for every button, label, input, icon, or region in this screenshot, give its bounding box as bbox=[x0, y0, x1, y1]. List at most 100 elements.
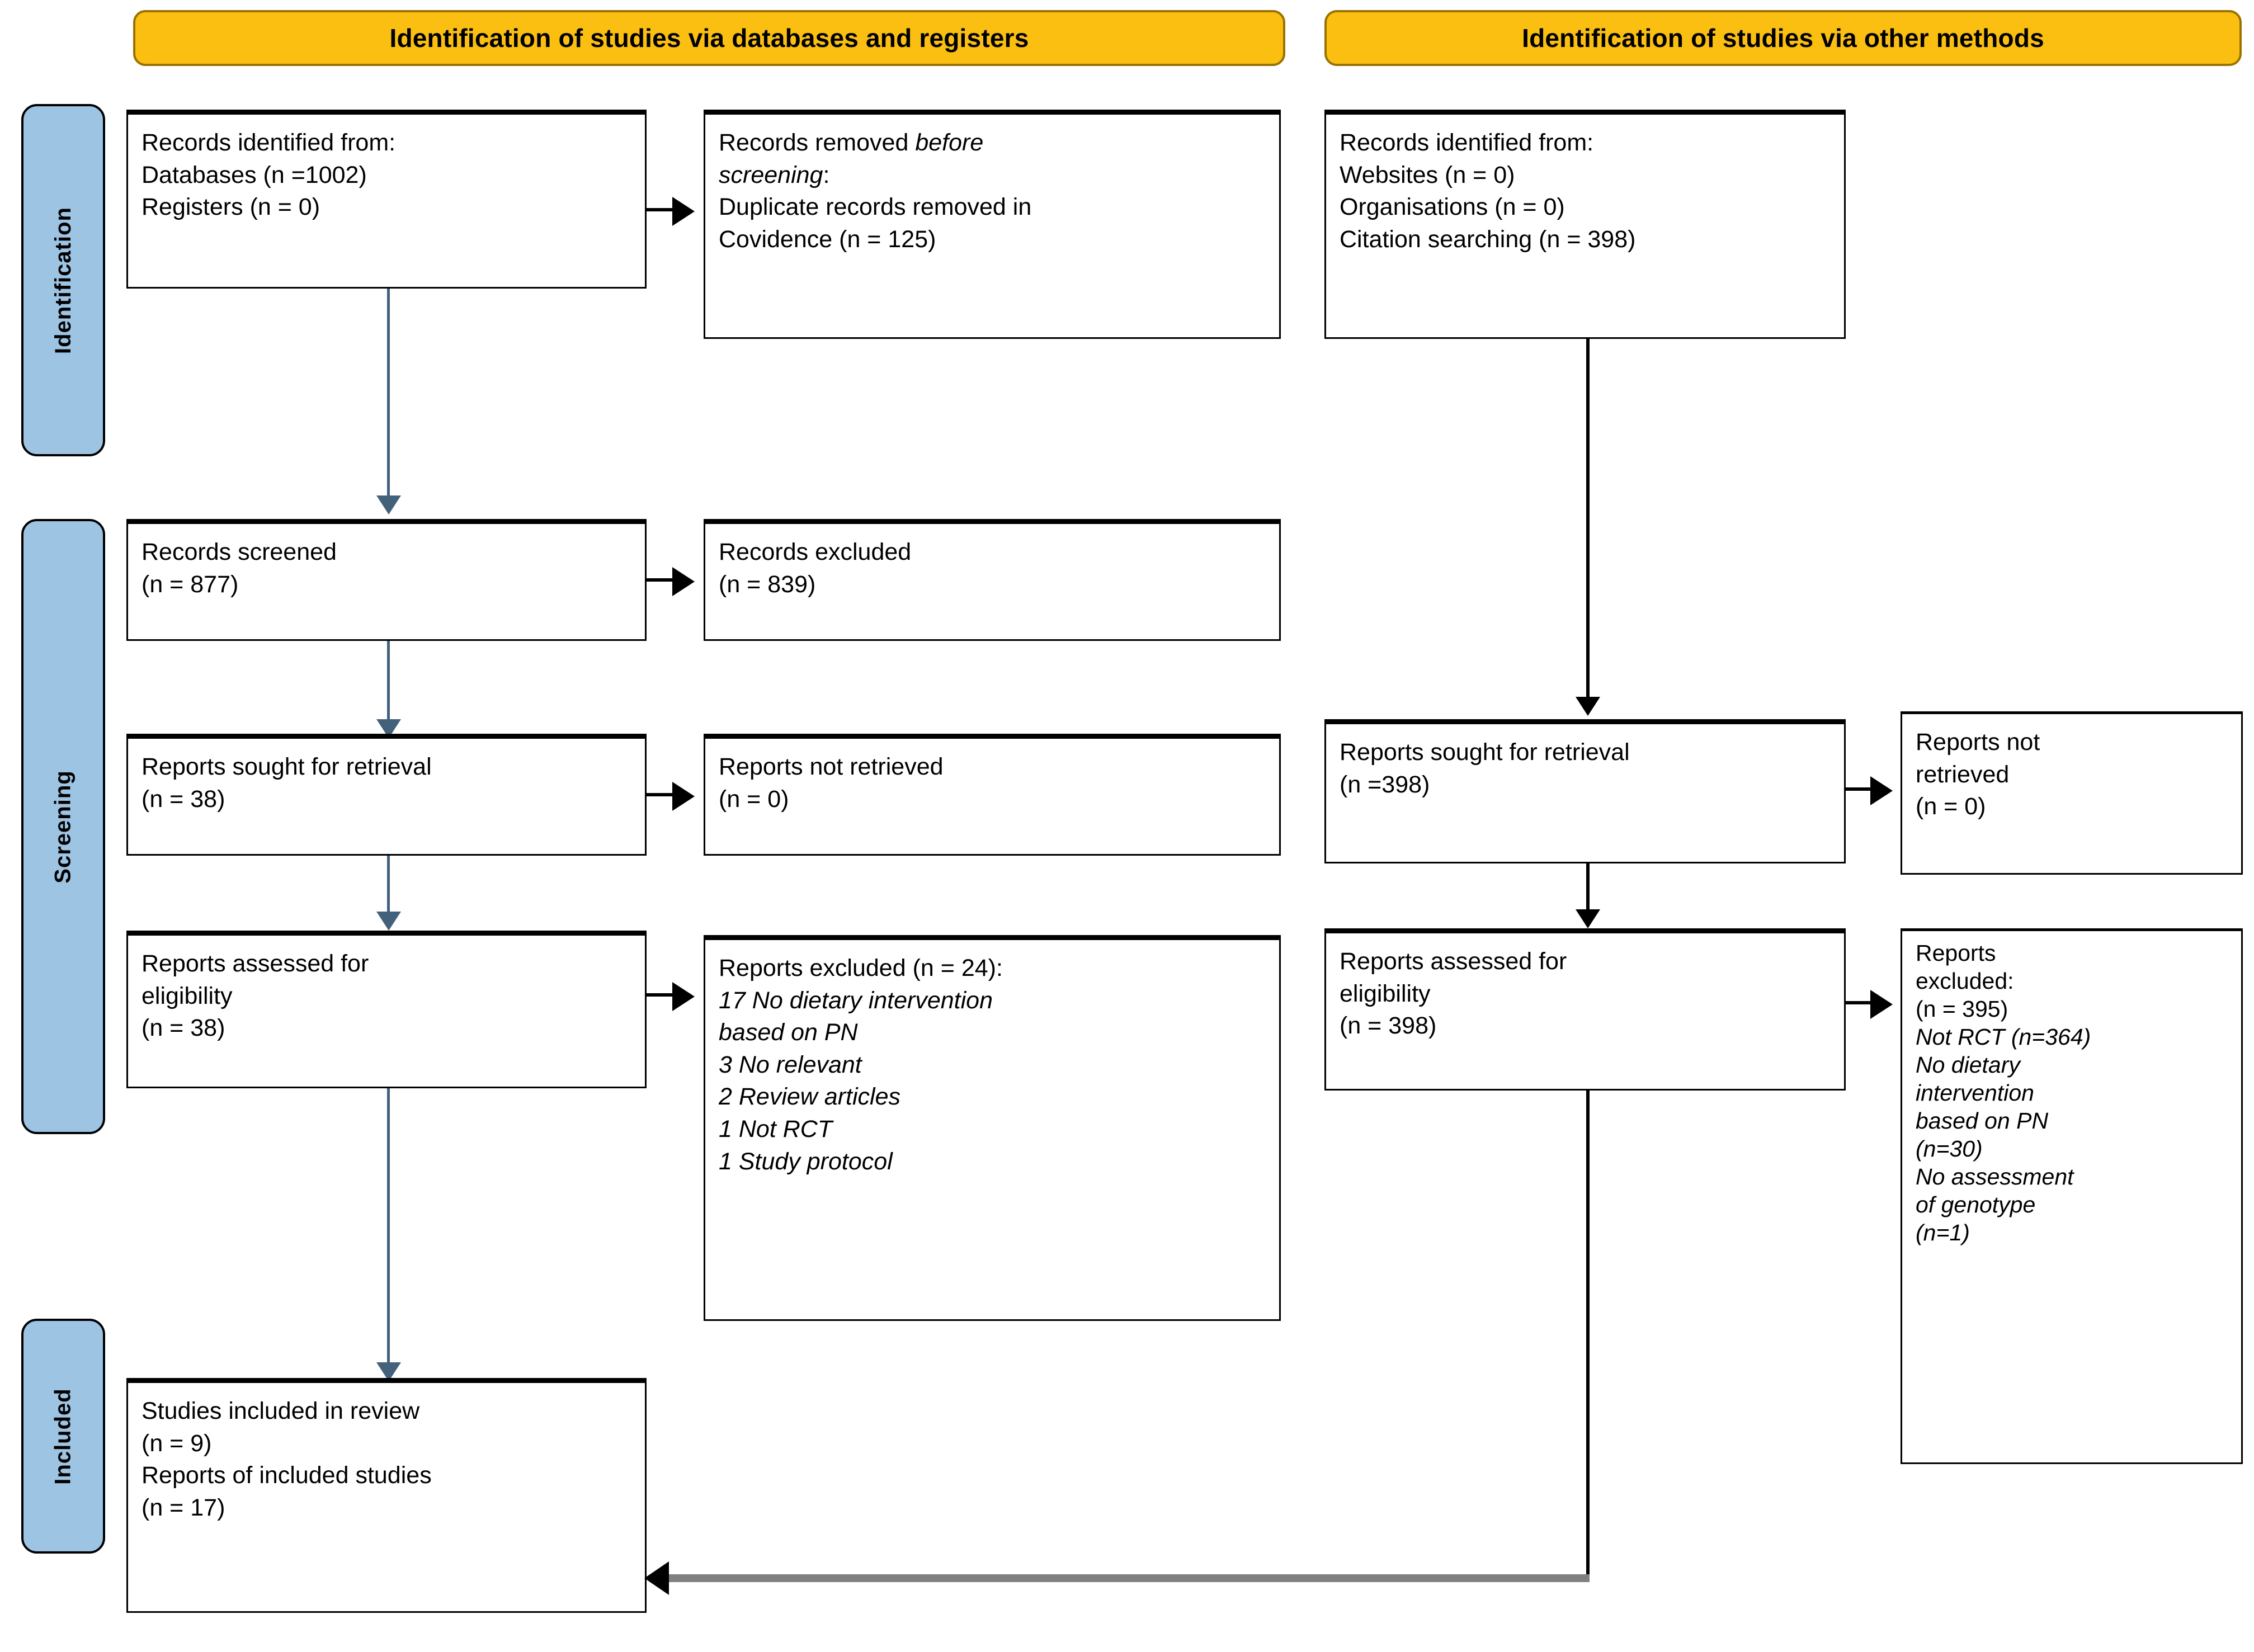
arrow-sought-to-assessed-right-icon bbox=[1576, 909, 1600, 928]
records-removed-italic-2: screening bbox=[719, 161, 823, 188]
excluded-detail-right-reason-6: No assessment bbox=[1916, 1164, 2074, 1190]
connector-sought-to-not-retrieved-right bbox=[1846, 787, 1885, 791]
box-records-removed-before-screening: Records removed before screening: Duplic… bbox=[704, 110, 1281, 339]
reports-sought-left-line-2: (n = 38) bbox=[142, 785, 225, 813]
records-removed-line-1: Records removed before bbox=[719, 127, 1266, 159]
connector-screened-to-excluded bbox=[647, 578, 687, 582]
records-removed-text-2: : bbox=[823, 161, 830, 188]
connector-assessed-to-excluded-right bbox=[1846, 1001, 1885, 1004]
arrow-identified-to-removed-icon bbox=[672, 197, 695, 226]
excluded-detail-left-reason-3: 3 No relevant bbox=[719, 1051, 862, 1078]
stage-tab-identification-label: Identification bbox=[50, 206, 76, 354]
connector-assessed-right-down-to-included bbox=[1586, 1091, 1590, 1578]
arrow-identified-other-to-sought-icon bbox=[1576, 697, 1600, 716]
header-left-label: Identification of studies via databases … bbox=[389, 23, 1029, 53]
excluded-detail-left-reason-4: 2 Review articles bbox=[719, 1083, 900, 1111]
box-reports-not-retrieved-left: Reports not retrieved (n = 0) bbox=[704, 734, 1281, 856]
excluded-detail-left-heading: Reports excluded (n = 24): bbox=[719, 955, 1003, 981]
box-reports-sought-left: Reports sought for retrieval (n = 38) bbox=[126, 734, 647, 856]
reports-not-retrieved-left-line-2: (n = 0) bbox=[719, 785, 789, 813]
excluded-detail-right-reason-4: based on PN bbox=[1916, 1108, 2049, 1134]
excluded-detail-right-heading-1: Reports bbox=[1916, 940, 1996, 966]
box-reports-excluded-detail-right: Reports excluded: (n = 395) Not RCT (n=3… bbox=[1901, 928, 2243, 1464]
arrow-identified-to-screened-icon bbox=[376, 495, 401, 515]
arrow-sought-to-assessed-left-icon bbox=[376, 912, 401, 931]
stage-tab-screening: Screening bbox=[21, 519, 105, 1134]
box-records-excluded: Records excluded (n = 839) bbox=[704, 519, 1281, 641]
records-identified-line-1: Records identified from: bbox=[142, 129, 396, 156]
reports-not-retrieved-right-line-2: retrieved bbox=[1916, 761, 2010, 788]
stage-tab-identification: Identification bbox=[21, 104, 105, 456]
header-other-methods: Identification of studies via other meth… bbox=[1324, 10, 2242, 66]
reports-assessed-right-line-3: (n = 398) bbox=[1340, 1012, 1437, 1040]
records-excluded-line-2: (n = 839) bbox=[719, 570, 816, 598]
connector-sought-to-not-retrieved-left bbox=[647, 793, 687, 796]
records-identified-other-line-4: Citation searching (n = 398) bbox=[1340, 225, 1636, 253]
records-removed-line-2: screening: bbox=[719, 159, 1266, 192]
connector-sought-to-assessed-left bbox=[387, 856, 390, 916]
arrow-assessed-to-excluded-left-icon bbox=[672, 982, 695, 1011]
records-identified-line-2: Databases (n =1002) bbox=[142, 161, 367, 188]
header-right-label: Identification of studies via other meth… bbox=[1522, 23, 2044, 53]
box-studies-included: Studies included in review (n = 9) Repor… bbox=[126, 1378, 647, 1613]
connector-identified-to-screened bbox=[387, 289, 390, 501]
arrow-sought-to-not-retrieved-right-icon bbox=[1870, 776, 1893, 805]
excluded-detail-right-heading-3: (n = 395) bbox=[1916, 996, 2008, 1022]
arrow-sought-to-not-retrieved-left-icon bbox=[672, 782, 695, 811]
excluded-detail-right-reason-8: (n=1) bbox=[1916, 1220, 1970, 1246]
excluded-detail-right-reason-1: Not RCT (n=364) bbox=[1916, 1024, 2091, 1050]
included-line-3: Reports of included studies bbox=[142, 1462, 432, 1489]
connector-identified-other-to-sought bbox=[1586, 339, 1590, 702]
excluded-detail-left-reason-1: 17 No dietary intervention bbox=[719, 987, 993, 1014]
included-line-4: (n = 17) bbox=[142, 1494, 225, 1521]
records-identified-line-3: Registers (n = 0) bbox=[142, 193, 320, 221]
records-removed-line-3: Duplicate records removed in bbox=[719, 193, 1032, 221]
records-screened-line-2: (n = 877) bbox=[142, 570, 239, 598]
records-removed-text-1: Records removed bbox=[719, 129, 916, 156]
excluded-detail-left-reason-2: based on PN bbox=[719, 1019, 858, 1046]
header-databases-registers: Identification of studies via databases … bbox=[133, 10, 1285, 66]
box-records-screened: Records screened (n = 877) bbox=[126, 519, 647, 641]
records-screened-line-1: Records screened bbox=[142, 539, 337, 565]
reports-not-retrieved-right-line-1: Reports not bbox=[1916, 729, 2040, 756]
reports-assessed-left-line-3: (n = 38) bbox=[142, 1014, 225, 1042]
connector-identified-to-removed bbox=[647, 208, 687, 211]
records-removed-italic-1: before bbox=[915, 129, 984, 156]
stage-tab-screening-label: Screening bbox=[50, 770, 76, 884]
reports-sought-left-line-1: Reports sought for retrieval bbox=[142, 753, 432, 780]
box-reports-sought-right: Reports sought for retrieval (n =398) bbox=[1324, 719, 1846, 863]
box-records-identified-other: Records identified from: Websites (n = 0… bbox=[1324, 110, 1846, 339]
box-records-identified-databases: Records identified from: Databases (n =1… bbox=[126, 110, 647, 289]
arrow-screened-to-excluded-icon bbox=[672, 567, 695, 596]
excluded-detail-left-reason-5: 1 Not RCT bbox=[719, 1116, 833, 1143]
excluded-detail-right-reason-3: intervention bbox=[1916, 1080, 2034, 1106]
stage-tab-included-label: Included bbox=[50, 1387, 76, 1485]
included-line-2: (n = 9) bbox=[142, 1429, 212, 1457]
box-reports-assessed-left: Reports assessed for eligibility (n = 38… bbox=[126, 931, 647, 1088]
box-reports-assessed-right: Reports assessed for eligibility (n = 39… bbox=[1324, 928, 1846, 1091]
excluded-detail-right-reason-7: of genotype bbox=[1916, 1192, 2036, 1218]
reports-assessed-right-line-1: Reports assessed for bbox=[1340, 948, 1567, 975]
records-removed-line-4: Covidence (n = 125) bbox=[719, 225, 936, 253]
excluded-detail-right-reason-2: No dietary bbox=[1916, 1052, 2020, 1078]
connector-assessed-right-left-to-included bbox=[659, 1574, 1590, 1582]
box-reports-excluded-detail-left: Reports excluded (n = 24): 17 No dietary… bbox=[704, 935, 1281, 1321]
connector-sought-to-assessed-right bbox=[1586, 863, 1590, 914]
reports-assessed-right-line-2: eligibility bbox=[1340, 980, 1431, 1007]
records-identified-other-line-2: Websites (n = 0) bbox=[1340, 161, 1515, 188]
records-identified-other-line-3: Organisations (n = 0) bbox=[1340, 193, 1565, 221]
excluded-detail-right-heading-2: excluded: bbox=[1916, 968, 2014, 994]
arrow-assessed-to-excluded-right-icon bbox=[1870, 990, 1893, 1019]
reports-not-retrieved-right-line-3: (n = 0) bbox=[1916, 793, 1986, 820]
reports-sought-right-line-2: (n =398) bbox=[1340, 771, 1430, 798]
included-line-1: Studies included in review bbox=[142, 1398, 420, 1424]
connector-assessed-to-included bbox=[387, 1088, 390, 1368]
stage-tab-included: Included bbox=[21, 1319, 105, 1554]
reports-assessed-left-line-1: Reports assessed for bbox=[142, 950, 369, 977]
box-reports-not-retrieved-right: Reports not retrieved (n = 0) bbox=[1901, 711, 2243, 875]
records-excluded-line-1: Records excluded bbox=[719, 539, 912, 565]
reports-sought-right-line-1: Reports sought for retrieval bbox=[1340, 739, 1630, 766]
reports-not-retrieved-left-line-1: Reports not retrieved bbox=[719, 753, 944, 780]
records-identified-other-line-1: Records identified from: bbox=[1340, 129, 1594, 156]
